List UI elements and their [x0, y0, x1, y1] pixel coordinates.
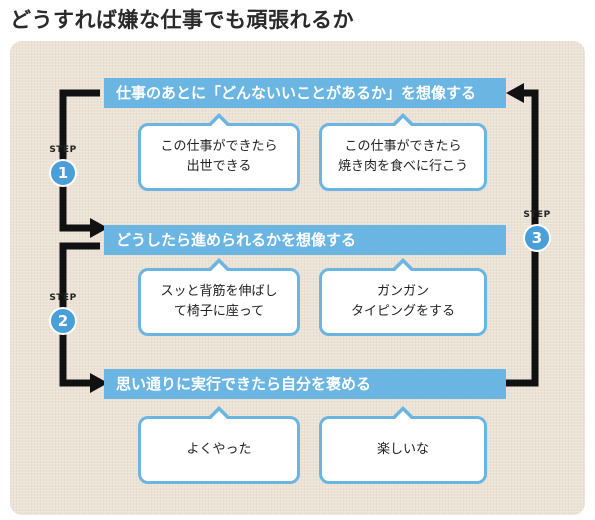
step2-bubble-right: ガンガン タイピングをする [319, 258, 487, 336]
arrow-step1-head [90, 218, 108, 238]
step3-bubble-right: 楽しいな [319, 406, 487, 484]
step1-heading: 仕事のあとに「どんないいことがあるか」を想像する [104, 78, 506, 108]
arrow-step2-head [90, 373, 108, 393]
step2-number: 2 [49, 307, 77, 335]
diagram-title: どうすれば嫌な仕事でも頑張れるか [10, 8, 354, 32]
step2-heading: どうしたら進められるかを想像する [104, 225, 506, 255]
step1-label: STEP [49, 145, 77, 155]
step1-number: 1 [49, 159, 77, 187]
step1-bubble-left: この仕事ができたら 出世できる [138, 113, 300, 191]
step3-bubble-left: よくやった [138, 406, 300, 484]
step3-number: 3 [523, 224, 551, 252]
step3-label: STEP [523, 210, 551, 220]
step2-label: STEP [49, 293, 77, 303]
step1-bubble-right: この仕事ができたら 焼き肉を食べに行こう [319, 113, 487, 191]
step2-bubble-left: スッと背筋を伸ばし て椅子に座って [138, 258, 300, 336]
arrow-step3-head [506, 83, 524, 103]
step3-heading: 思い通りに実行できたら自分を褒める [104, 369, 506, 399]
